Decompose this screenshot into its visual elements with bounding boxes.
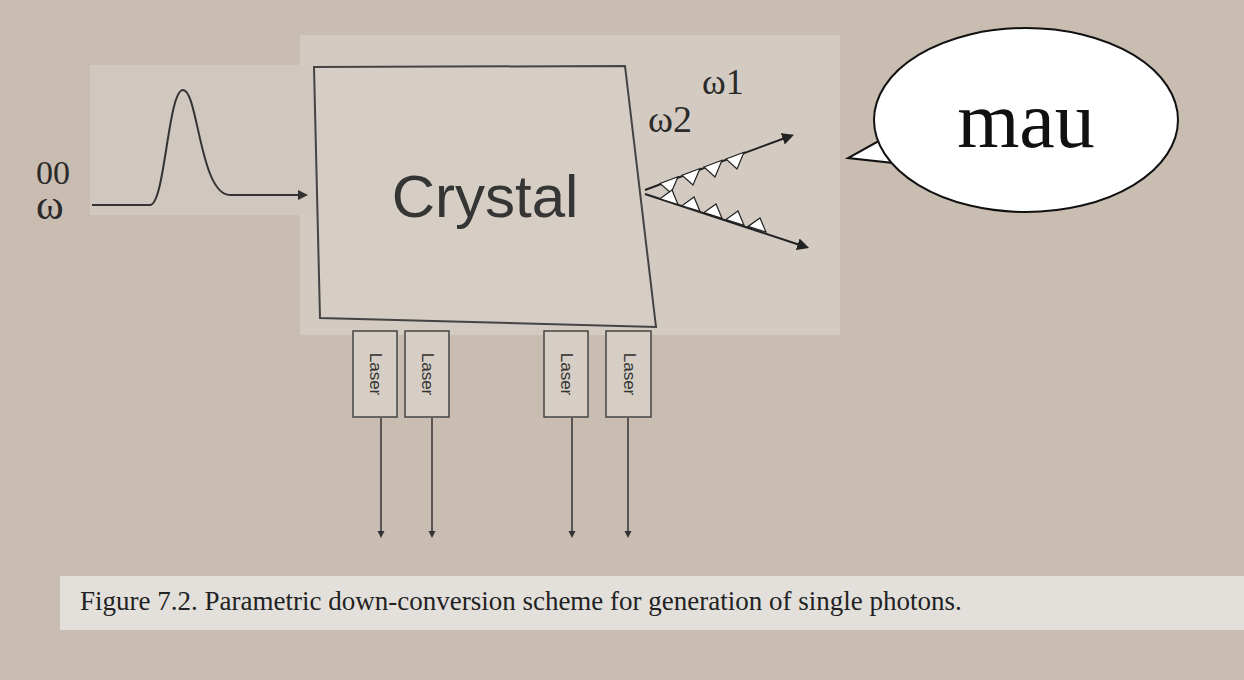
laser-label: Laser: [620, 353, 637, 396]
paper-patch: [90, 65, 320, 215]
teeth: [660, 152, 766, 232]
laser-box: Laser: [404, 330, 450, 418]
crystal-box: Crystal: [313, 66, 657, 328]
paper-patch: [300, 35, 840, 335]
laser-leg: [381, 418, 628, 532]
laser-box: Laser: [352, 330, 398, 418]
laser-shape: [544, 331, 588, 417]
box-label: Crystal: [392, 167, 579, 227]
frequency-label: ω2: [648, 100, 692, 138]
laser-label: Laser: [558, 353, 575, 396]
laser-box: Laser: [543, 330, 589, 418]
frequency-label: ω: [36, 184, 64, 226]
frequency-label: ω1: [702, 64, 744, 100]
figure-caption: Figure 7.2. Parametric down-conversion s…: [80, 587, 962, 617]
laser-box: Laser: [605, 330, 652, 418]
crystal-shape: [314, 66, 656, 327]
speech-text: mau: [957, 80, 1095, 160]
ellipse-shape: [874, 28, 1178, 212]
caption-band: [60, 576, 1244, 630]
laser-shape: [353, 331, 397, 417]
pump-pulse: [92, 90, 300, 205]
laser-label: Laser: [367, 353, 384, 396]
laser-shape: [405, 331, 449, 417]
laser-shape: [606, 331, 651, 417]
laser-label: Laser: [419, 353, 436, 396]
speech-bubble: mau: [873, 27, 1179, 213]
